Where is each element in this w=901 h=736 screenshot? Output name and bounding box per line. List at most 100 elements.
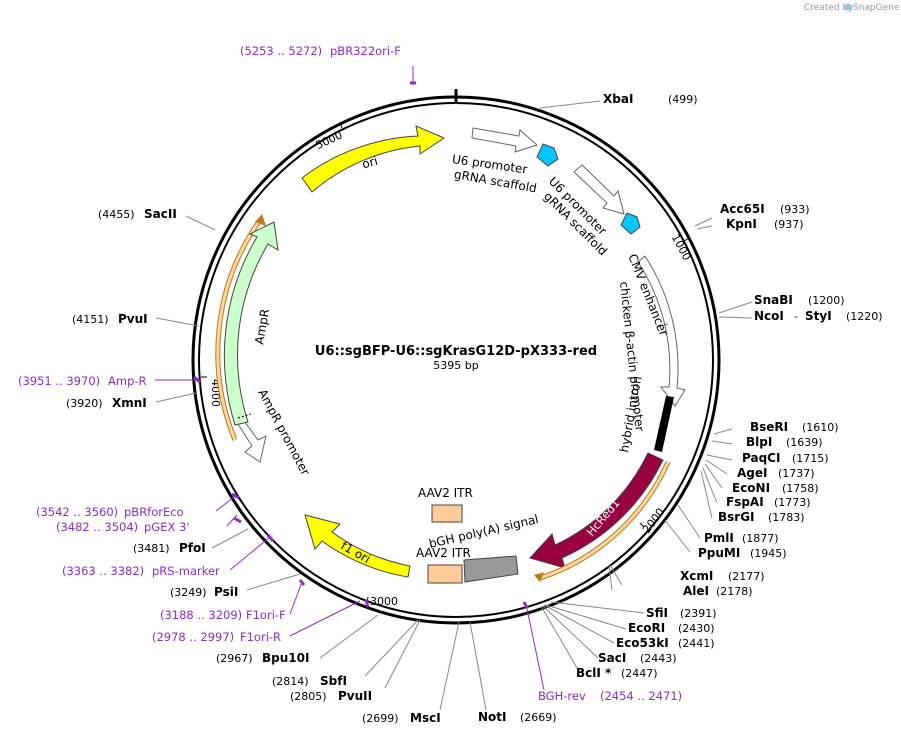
site-name[interactable]: PaqCI [742,451,780,465]
primer-name[interactable]: Amp-R [108,374,147,388]
site-pos: (4455) [98,208,135,221]
tick-label-5000: 5000 [314,128,345,152]
site-pos: (2814) [272,675,309,688]
site-pos: (499) [668,93,698,106]
site-name[interactable]: NcoI [754,309,784,323]
site-name[interactable]: StyI [805,309,832,323]
site-name[interactable]: BlpI [746,435,772,449]
ampr-promoter-label: AmpR promoter [255,387,312,478]
site-name[interactable]: SfiI [646,606,668,620]
site-pos: (1610) [802,421,839,434]
site-name[interactable]: PvuII [338,689,372,703]
site-name[interactable]: XbaI [603,92,633,106]
site-name[interactable]: PfoI [179,541,206,555]
ampr-promoter-arrow[interactable] [237,417,267,463]
site-labels-right: XbaI (499) Acc65I (933) KpnI (937) SnaBI… [576,92,883,680]
site-name[interactable]: MscI [410,711,441,725]
svg-text:-: - [794,310,798,323]
site-labels-left: (3249) PsiI (3481) PfoI (3920) XmnI (415… [66,207,238,599]
site-name[interactable]: SacI [598,651,626,665]
site-name[interactable]: NotI [478,710,507,724]
primer-range: (2454 .. 2471) [600,689,682,703]
site-name[interactable]: SbfI [320,674,347,688]
site-pos: (2177) [728,570,765,583]
site-pos: (2447) [621,667,658,680]
primer-range: (3542 .. 3560) [36,505,118,519]
grna-scaffold-1-arrow[interactable] [536,143,559,167]
site-pos: (1715) [792,452,829,465]
aav2-itr-2-box[interactable] [427,564,463,584]
site-pos: (937) [774,218,804,231]
site-pos: (3249) [170,586,207,599]
site-name[interactable]: PvuI [118,312,148,326]
site-name[interactable]: XcmI [680,569,713,583]
bgh-polya-box[interactable] [463,555,519,583]
site-pos: (2391) [680,607,717,620]
primer-name[interactable]: pBR322ori-F [330,44,401,58]
site-connectors [155,100,753,711]
site-pos: (2699) [362,712,399,725]
site-pos: (2443) [640,652,677,665]
plasmid-title: U6::sgBFP-U6::sgKrasG12D-pX333-red [315,344,597,359]
site-labels-bottom: NotI (2669) (2699) MscI (2805) PvuII (28… [216,651,557,725]
site-name[interactable]: XmnI [112,396,147,410]
grna-scaffold-2-arrow[interactable] [620,212,641,235]
site-name[interactable]: SnaBI [754,293,793,307]
site-name[interactable]: FspAI [726,495,764,509]
site-pos: (3481) [133,542,170,555]
primer-connectors [155,66,545,691]
primer-name[interactable]: pRS-marker [152,564,220,578]
site-name[interactable]: BclI * [576,666,612,680]
site-name[interactable]: BsrGI [718,510,755,524]
site-name[interactable]: KpnI [726,217,757,231]
site-pos: (1783) [768,511,805,524]
primer-labels: (5253 .. 5272) pBR322ori-F BGH-rev (2454… [18,44,682,703]
site-pos: (1945) [750,547,787,560]
primer-range: (3482 .. 3504) [56,520,138,534]
site-name[interactable]: SacII [144,207,177,221]
credit-brand: SnapGene [853,3,900,13]
site-name[interactable]: EcoRI [628,621,665,635]
site-pos: (933) [780,203,810,216]
site-pos: (2967) [216,652,253,665]
f1-ori-arrow[interactable] [304,514,411,578]
aav2-itr-1-label: AAV2 ITR [418,486,473,500]
credit-prefix: Created by [804,3,854,13]
site-pos: (1877) [742,532,779,545]
aav2-itr-2-label: AAV2 ITR [416,546,471,560]
primer-range: (3363 .. 3382) [62,564,144,578]
site-pos: (1758) [782,482,819,495]
site-pos: (2669) [520,711,557,724]
u6-promoter-1-arrow[interactable] [471,127,538,153]
ampr-arrow[interactable] [223,221,279,426]
site-name[interactable]: Acc65I [720,202,765,216]
site-pos: (1773) [774,496,811,509]
primer-name[interactable]: BGH-rev [538,689,586,703]
site-name[interactable]: Eco53kI [616,636,669,650]
site-name[interactable]: PsiI [214,585,238,599]
hybrid-intron-bar[interactable] [654,396,674,452]
site-pos: (1737) [778,467,815,480]
primer-range: (3188 .. 3209) [160,608,242,622]
site-name[interactable]: BseRI [750,420,788,434]
primer-name[interactable]: F1ori-F [246,608,286,622]
site-name[interactable]: AleI [683,584,709,598]
site-name[interactable]: PpuMI [698,546,740,560]
primer-name[interactable]: F1ori-R [240,630,281,644]
primer-range: (2978 .. 2997) [152,630,234,644]
site-name[interactable]: EcoNI [732,481,770,495]
site-name[interactable]: Bpu10I [262,651,309,665]
site-name[interactable]: PmlI [704,531,734,545]
aav2-itr-1-box[interactable] [431,504,463,523]
site-name[interactable]: AgeI [737,466,767,480]
site-pos: (1200) [808,294,845,307]
u6-promoter-2-arrow[interactable] [573,164,625,215]
primer-range: (3951 .. 3970) [18,374,100,388]
primer-name[interactable]: pBRforEco [124,505,184,519]
primer-name[interactable]: pGEX 3' [144,520,190,534]
site-pos: (2178) [716,585,753,598]
ori-arrow[interactable] [301,125,446,193]
site-pos: (2441) [678,637,715,650]
cmv-cba-divider [655,323,669,328]
